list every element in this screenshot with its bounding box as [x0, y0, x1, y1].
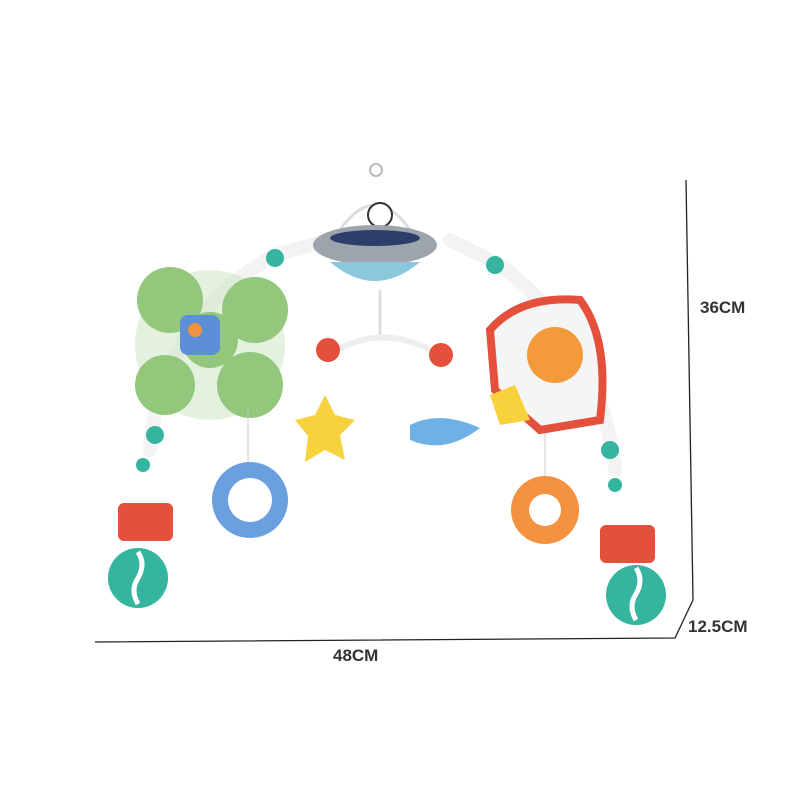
hanging-mobile [212, 334, 579, 544]
green-spinner-toy [135, 267, 288, 420]
right-clamp [600, 525, 666, 625]
height-dimension-label: 36CM [700, 298, 746, 317]
arch-joints [136, 249, 622, 492]
ufo-toy [313, 163, 437, 335]
rocket-toy [485, 295, 607, 435]
depth-dimension-label: 12.5CM [688, 617, 748, 636]
width-dimension-label: 48CM [333, 646, 379, 665]
dimension-lines [94, 179, 694, 643]
left-clamp [108, 503, 173, 608]
